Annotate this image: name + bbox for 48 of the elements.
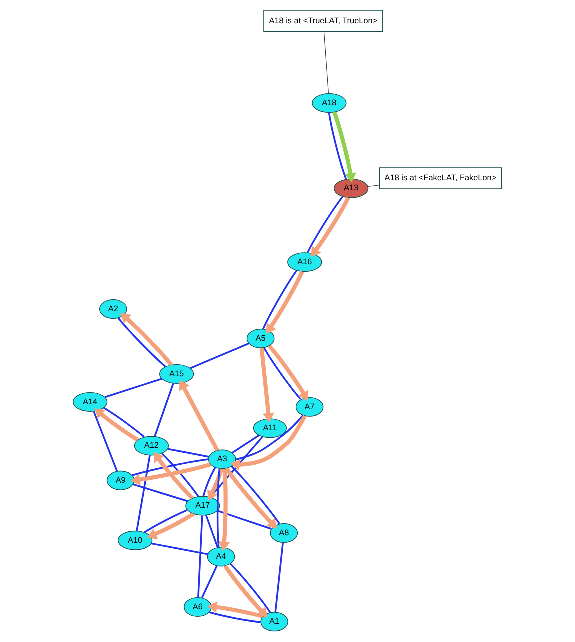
arrow (179, 380, 220, 452)
arrow (224, 564, 268, 618)
arrow (120, 313, 174, 366)
arrow (208, 602, 264, 619)
connector (209, 612, 261, 624)
connector (118, 318, 166, 368)
connector (368, 185, 380, 187)
connector (202, 467, 216, 497)
connector (151, 542, 208, 556)
connector (132, 458, 209, 476)
connector (154, 383, 174, 437)
arrow (154, 452, 194, 500)
arrow (208, 468, 224, 501)
connector (133, 484, 188, 502)
connector (201, 566, 218, 598)
arrow (218, 468, 230, 552)
connector (216, 468, 221, 548)
arrow (225, 467, 278, 529)
arrow (311, 197, 350, 258)
connector (230, 563, 272, 614)
connector (168, 448, 210, 458)
connector (144, 509, 188, 534)
connector (162, 453, 200, 498)
arrow (332, 112, 356, 183)
arrow (266, 270, 304, 334)
connector (217, 510, 272, 530)
arrow (230, 415, 307, 472)
connector (274, 542, 284, 612)
connector (262, 270, 298, 330)
connector (190, 342, 250, 370)
arrow (260, 348, 274, 423)
connector (198, 516, 204, 598)
connector (205, 515, 219, 548)
connector (231, 466, 280, 525)
connector (104, 378, 162, 398)
connector (93, 411, 118, 472)
arrow (94, 408, 140, 442)
connector (104, 407, 145, 438)
connector (328, 112, 348, 180)
arrow (130, 462, 212, 486)
connector (264, 348, 302, 400)
connector (232, 434, 260, 454)
connector (324, 31, 329, 94)
connector (136, 455, 151, 532)
arrow (268, 344, 309, 402)
arrow (147, 512, 195, 540)
connector (236, 415, 304, 461)
connector (306, 196, 344, 254)
